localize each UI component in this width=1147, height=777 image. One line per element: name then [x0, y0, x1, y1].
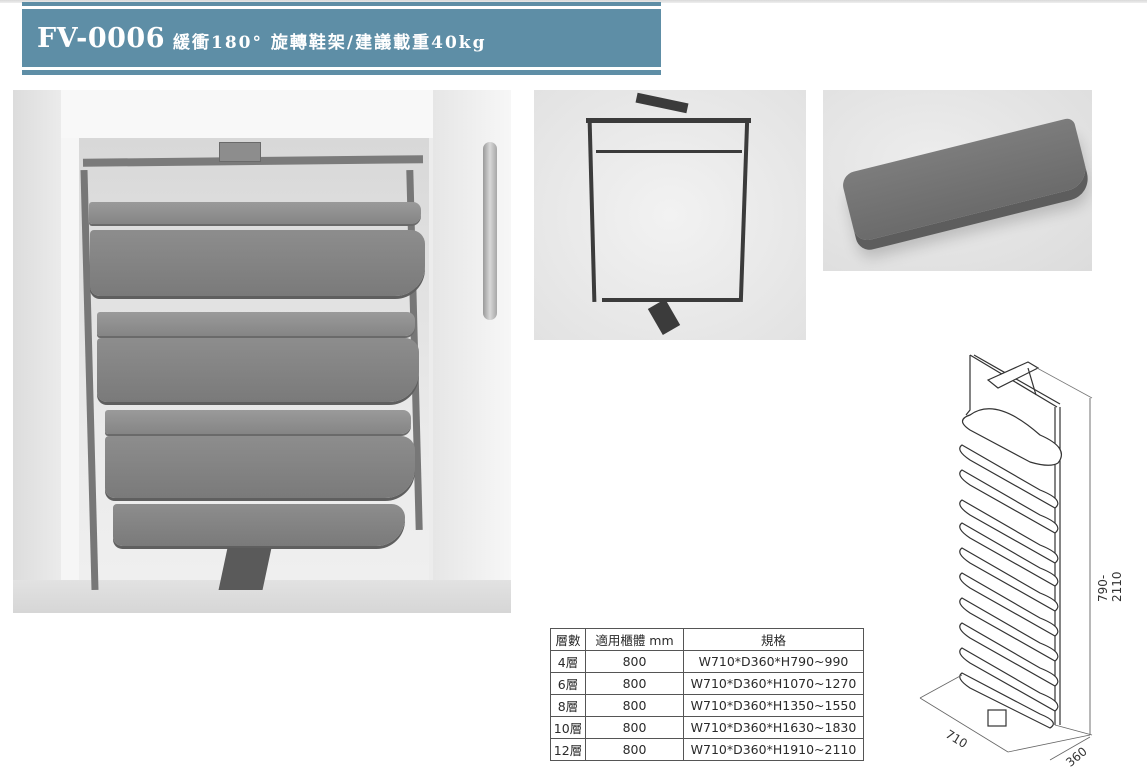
table-row: 12層 800 W710*D360*H1910~2110: [550, 738, 864, 761]
frame-cross-bar: [596, 150, 742, 153]
header-layers: 層數: [550, 628, 586, 651]
shelf: [105, 436, 415, 498]
cell-cabinet: 800: [585, 650, 684, 673]
main-product-photo: [13, 90, 511, 613]
product-subtitle: 緩衝180° 旋轉鞋架/建議載重40kg: [173, 32, 487, 53]
table-row: 8層 800 W710*D360*H1350~1550: [550, 694, 864, 717]
shelf: [90, 230, 425, 296]
frame-top-bar: [586, 118, 751, 123]
table-header-row: 層數 適用櫃體 mm 規格: [550, 628, 864, 651]
top-mount-plate: [635, 92, 689, 114]
page-top-shade: [0, 0, 1147, 3]
cell-spec: W710*D360*H1350~1550: [683, 694, 864, 717]
cell-spec: W710*D360*H1630~1830: [683, 716, 864, 739]
shelf: [97, 312, 415, 336]
cell-layers: 4層: [550, 650, 586, 673]
frame-bottom-bar: [602, 298, 740, 302]
table-row: 6層 800 W710*D360*H1070~1270: [550, 672, 864, 695]
door-handle: [483, 142, 497, 320]
cell-cabinet: 800: [585, 738, 684, 761]
model-number: FV-0006: [37, 22, 166, 54]
cabinet-top: [61, 90, 441, 138]
cell-layers: 6層: [550, 672, 586, 695]
shelf-tray-photo: [823, 90, 1092, 271]
cell-cabinet: 800: [585, 716, 684, 739]
technical-drawing: 790-2110 710 360: [900, 340, 1147, 773]
cell-cabinet: 800: [585, 694, 684, 717]
shelf: [113, 504, 405, 546]
cell-spec: W710*D360*H1910~2110: [683, 738, 864, 761]
table-row: 4層 800 W710*D360*H790~990: [550, 650, 864, 673]
height-dimension: 790-2110: [1096, 571, 1124, 602]
rack-top-bracket: [219, 142, 261, 162]
rack-line-drawing: [919, 354, 1093, 761]
cell-cabinet: 800: [585, 672, 684, 695]
cell-layers: 8層: [550, 694, 586, 717]
shoe-tray: [840, 117, 1090, 243]
banner-top-stripe: [22, 2, 661, 6]
banner-bottom-stripe: [22, 70, 661, 75]
cell-layers: 10層: [550, 716, 586, 739]
header-specification: 規格: [683, 628, 864, 651]
bottom-swivel-bracket: [647, 299, 681, 335]
cell-spec: W710*D360*H1070~1270: [683, 672, 864, 695]
frame-hardware-photo: [534, 90, 806, 340]
shelf: [89, 202, 421, 224]
cabinet-door: [433, 90, 511, 613]
cell-layers: 12層: [550, 738, 586, 761]
frame-post: [738, 119, 750, 303]
cabinet-side: [13, 90, 61, 613]
spec-table: 層數 適用櫃體 mm 規格 4層 800 W710*D360*H790~990 …: [550, 628, 864, 761]
cabinet-frame: [61, 90, 79, 613]
cell-spec: W710*D360*H790~990: [683, 650, 864, 673]
shelf: [105, 410, 411, 434]
header-cabinet-size: 適用櫃體 mm: [585, 628, 684, 651]
banner-main: FV-0006 緩衝180° 旋轉鞋架/建議載重40kg: [22, 9, 661, 67]
swivel-rail: [218, 548, 272, 590]
table-row: 10層 800 W710*D360*H1630~1830: [550, 716, 864, 739]
frame-post: [587, 119, 597, 303]
shelf: [97, 338, 419, 402]
